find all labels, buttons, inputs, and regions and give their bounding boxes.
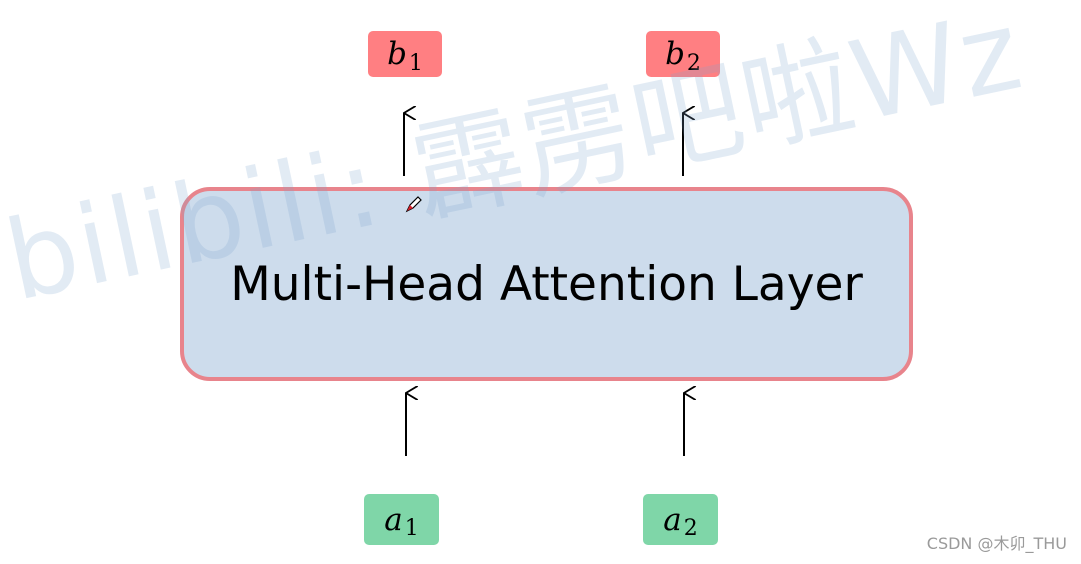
input-symbol: a — [663, 501, 682, 538]
output-symbol: b — [387, 36, 407, 72]
input-symbol: a — [384, 501, 403, 538]
input-index: 2 — [683, 516, 698, 541]
output-index: 2 — [686, 50, 701, 76]
input-index: 1 — [404, 516, 419, 541]
output-index: 1 — [408, 50, 423, 76]
output-symbol: b — [665, 36, 685, 72]
source-credit: CSDN @木卯_THU — [926, 534, 1067, 553]
layer-title: Multi-Head Attention Layer — [230, 256, 863, 312]
pen-cursor-icon — [405, 196, 422, 213]
multi-head-attention-layer: Multi-Head Attention Layer — [180, 187, 913, 381]
